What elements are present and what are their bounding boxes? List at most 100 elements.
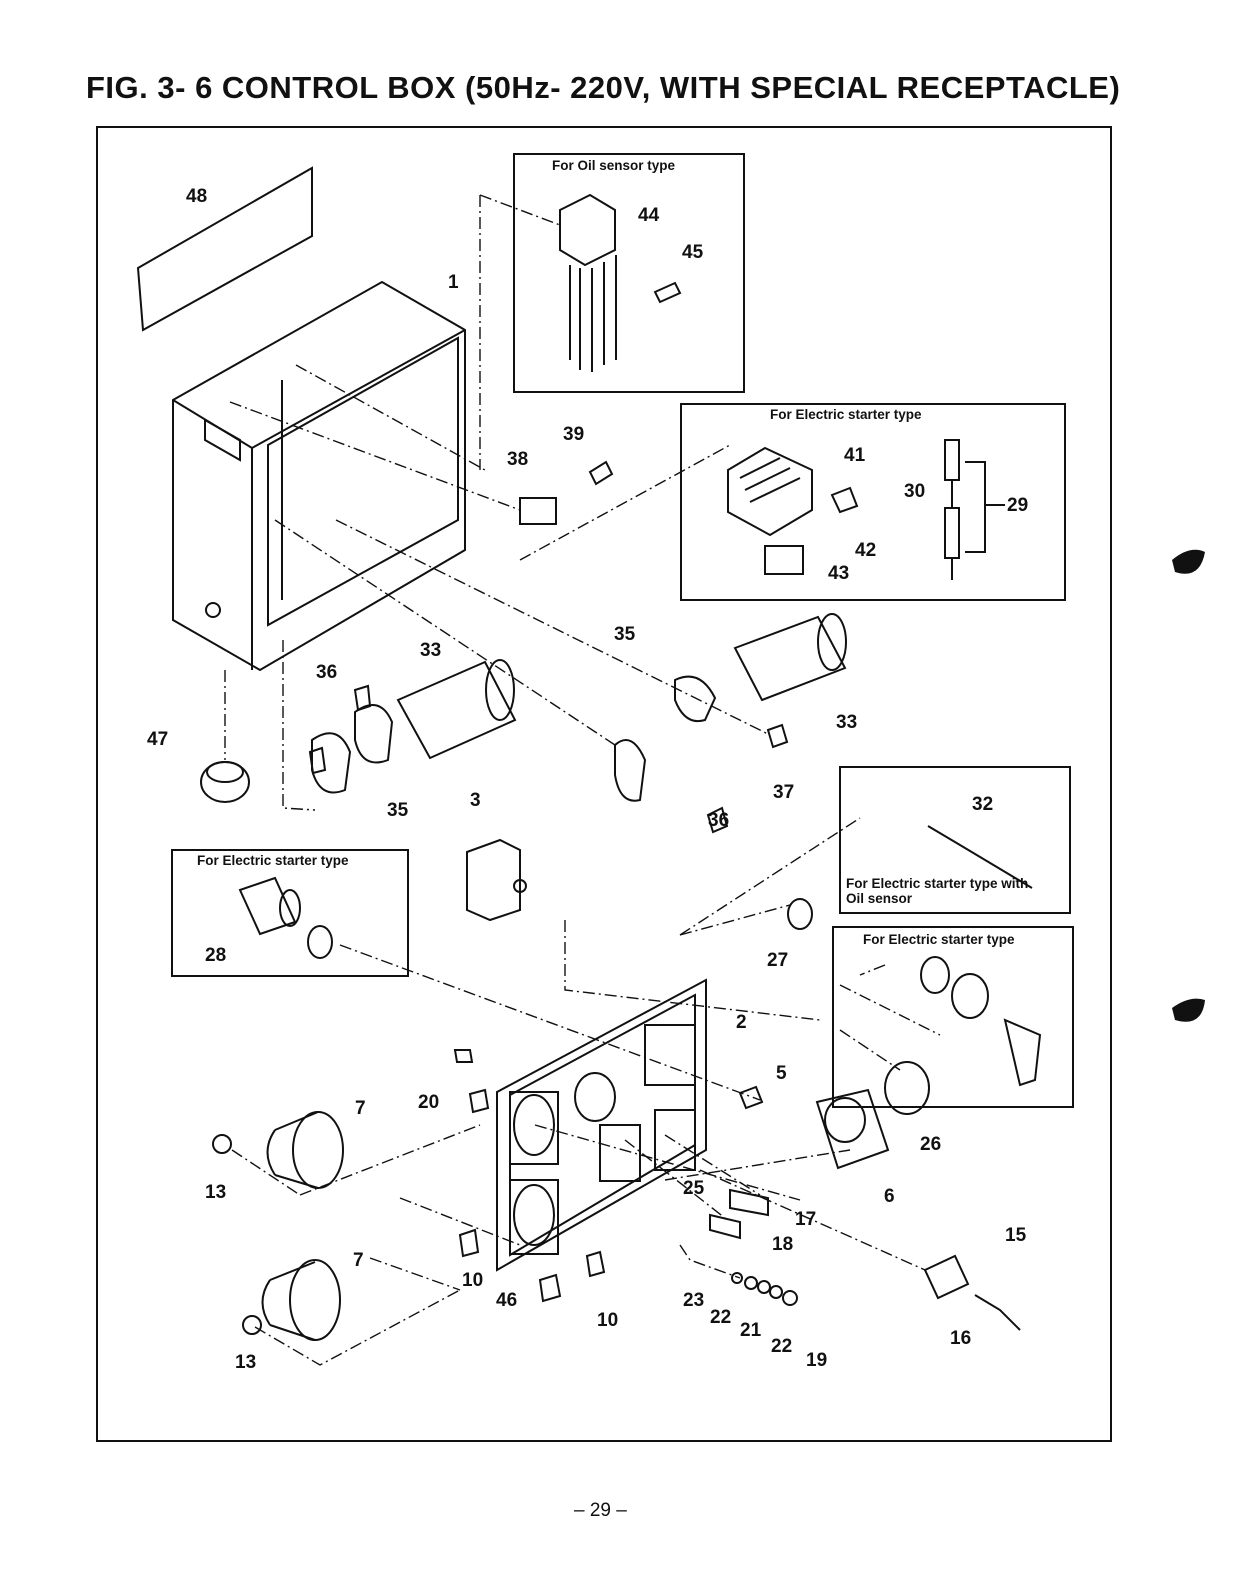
callout-33-left: 33 xyxy=(420,640,442,661)
fuse-holder-15 xyxy=(923,1254,970,1300)
electric-starter-top-box xyxy=(680,403,1066,601)
screw-36-a xyxy=(308,746,327,775)
screw-46 xyxy=(538,1273,562,1303)
key-switch-28 xyxy=(238,876,333,959)
callout-26: 26 xyxy=(920,1134,942,1155)
control-box-housing xyxy=(172,280,466,672)
part-38 xyxy=(519,497,557,525)
front-panel-2 xyxy=(496,978,707,1272)
screw-10-b xyxy=(585,1250,606,1278)
callout-37: 37 xyxy=(773,782,795,803)
oil-sensor-unit-44 xyxy=(559,193,617,372)
screw-20 xyxy=(468,1088,490,1114)
oil-sensor-box xyxy=(513,153,745,393)
bracket-35-a xyxy=(311,732,352,794)
callout-44: 44 xyxy=(638,205,660,226)
key-switch-body xyxy=(951,973,989,1019)
electric-starter-top-box-title: For Electric starter type xyxy=(770,407,922,422)
cap-27 xyxy=(787,898,813,930)
callout-3: 3 xyxy=(470,790,481,811)
callout-46: 46 xyxy=(496,1290,518,1311)
washer-22-b xyxy=(769,1285,783,1299)
electric-starter-oil-box-title: For Electric starter type with Oil senso… xyxy=(846,876,1029,906)
circuit-breaker-3 xyxy=(466,838,527,922)
oil-sensor-box-title: For Oil sensor type xyxy=(552,158,676,173)
callout-10-left: 10 xyxy=(462,1270,484,1291)
receptacle-7-lower xyxy=(261,1259,341,1341)
callout-27: 27 xyxy=(767,950,789,971)
callout-15: 15 xyxy=(1005,1225,1027,1246)
callout-38: 38 xyxy=(507,449,529,470)
key xyxy=(1003,1018,1042,1087)
electric-starter-right-box xyxy=(832,926,1074,1108)
washer-23 xyxy=(731,1272,743,1284)
callout-33-right: 33 xyxy=(836,712,858,733)
nut-top-panel xyxy=(453,1049,474,1063)
callout-35-left: 35 xyxy=(387,800,409,821)
screw-36-c xyxy=(706,806,729,834)
callout-19: 19 xyxy=(806,1350,828,1371)
screw-37 xyxy=(766,723,789,749)
nut-13-lower xyxy=(242,1315,262,1335)
callout-28: 28 xyxy=(205,945,227,966)
knob-26 xyxy=(884,1061,930,1115)
callout-20: 20 xyxy=(418,1092,440,1113)
figure-title: FIG. 3- 6 CONTROL BOX (50Hz- 220V, WITH … xyxy=(86,70,1121,105)
callout-36-left: 36 xyxy=(316,662,338,683)
fuse-holder-29 xyxy=(944,439,1005,580)
nut-13-upper xyxy=(212,1134,232,1154)
page-number: – 29 – xyxy=(574,1500,627,1521)
washer-19 xyxy=(782,1290,798,1306)
callout-16: 16 xyxy=(950,1328,972,1349)
callout-30: 30 xyxy=(904,481,926,502)
callout-1: 1 xyxy=(448,272,459,293)
diagram-frame xyxy=(96,126,1112,1442)
callout-36-right: 36 xyxy=(708,810,730,831)
electric-starter-left-box xyxy=(171,849,409,977)
fuse-16 xyxy=(974,1294,1021,1331)
bracket-35-c xyxy=(614,739,647,802)
electric-starter-oil-box xyxy=(839,766,1071,914)
callout-6: 6 xyxy=(884,1186,895,1207)
callout-42: 42 xyxy=(855,540,877,561)
callout-48: 48 xyxy=(186,186,208,207)
meter-6 xyxy=(815,1088,890,1170)
wire-32 xyxy=(927,825,1033,889)
electric-starter-left-box-title: For Electric starter type xyxy=(197,853,349,868)
callout-13-upper: 13 xyxy=(205,1182,227,1203)
callout-47: 47 xyxy=(147,729,169,750)
screw-10-a xyxy=(458,1228,480,1258)
callout-29: 29 xyxy=(1007,495,1029,516)
grommet-47 xyxy=(200,761,250,803)
callout-41: 41 xyxy=(844,445,866,466)
screw-45 xyxy=(653,281,682,304)
callout-45: 45 xyxy=(682,242,704,263)
capacitor-33-right xyxy=(733,613,847,702)
terminal-18 xyxy=(709,1213,741,1240)
callout-5: 5 xyxy=(776,1063,787,1084)
screw-36-b xyxy=(353,684,372,712)
callout-23: 23 xyxy=(683,1290,705,1311)
bracket-35-d xyxy=(674,675,717,722)
callout-7-upper: 7 xyxy=(355,1098,366,1119)
terminal-17 xyxy=(729,1188,769,1217)
callout-2: 2 xyxy=(736,1012,747,1033)
bracket-35-b xyxy=(354,703,394,764)
callout-13-lower: 13 xyxy=(235,1352,257,1373)
connector-43 xyxy=(764,545,804,575)
regulator-41 xyxy=(727,446,813,537)
callout-25: 25 xyxy=(683,1178,705,1199)
callout-22-left: 22 xyxy=(710,1307,732,1328)
screw-39 xyxy=(588,460,614,486)
callout-32: 32 xyxy=(972,794,994,815)
callout-18: 18 xyxy=(772,1234,794,1255)
callout-7-lower: 7 xyxy=(353,1250,364,1271)
key-switch-ring xyxy=(920,956,950,994)
receptacle-7-upper xyxy=(266,1111,344,1189)
screw-42 xyxy=(830,486,859,514)
callout-22-right: 22 xyxy=(771,1336,793,1357)
callout-35-top: 35 xyxy=(614,624,636,645)
washer-21 xyxy=(757,1280,771,1294)
callout-21: 21 xyxy=(740,1320,762,1341)
